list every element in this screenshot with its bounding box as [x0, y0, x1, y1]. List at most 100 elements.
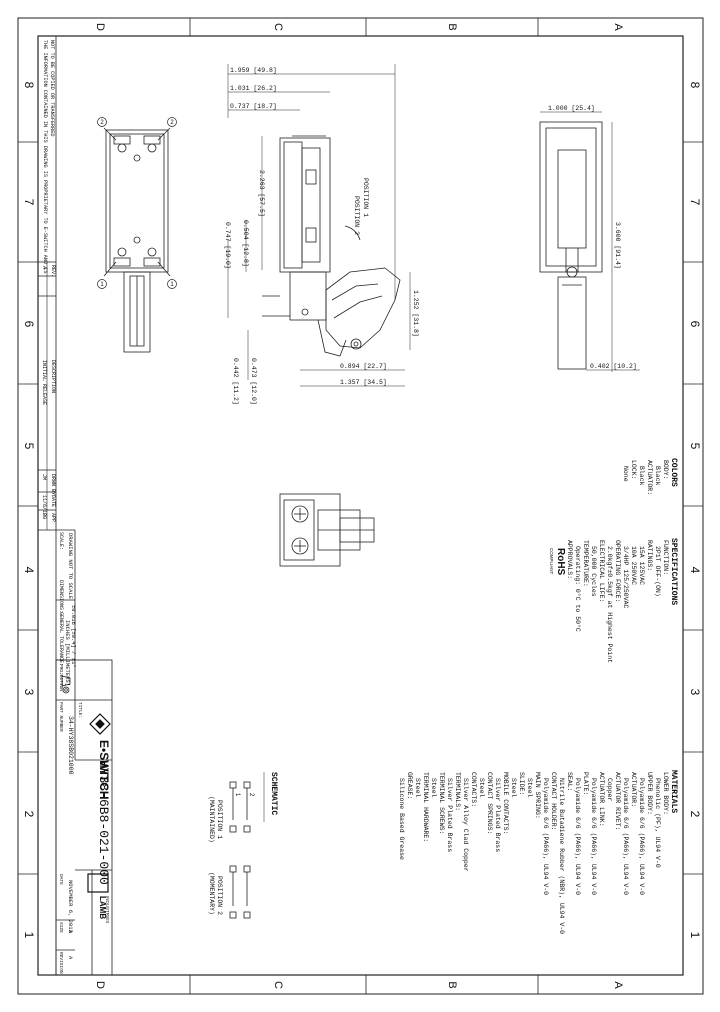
zone-number-right: 8 [688, 82, 702, 89]
material-line: Phenolic (PF), UL94 V-0 [654, 778, 661, 868]
material-line: Silver Plated Brass [446, 778, 453, 852]
projection-label: PROJECTION [58, 664, 64, 691]
zone-letter-top: D [94, 23, 106, 31]
part-number-title: HY38-6B8-021-000 [96, 760, 111, 885]
end-view-dimension-lines [540, 111, 640, 372]
rev-header-appr: APP [50, 513, 56, 522]
position-2-label: POSITION 2 [353, 196, 360, 235]
colors-section: COLORS BODY: Black ACTUATOR: Black LOCK:… [622, 458, 678, 495]
schematic-pos2-sub: (MOMENTARY) [208, 872, 215, 915]
notice-line-1: THE INFORMATION CONTAINED IN THIS DRAWIN… [42, 40, 48, 273]
callout-label: 1 [170, 282, 174, 288]
dim-9: 1.357 [34.5] [340, 379, 387, 386]
inner-border [37, 35, 684, 976]
rev-value: A [67, 956, 74, 960]
dim-5: 0.504 [12.8] [242, 220, 249, 267]
zone-letter-top: C [272, 23, 284, 31]
spec-line: APPROVALS: [566, 540, 573, 579]
zone-number-left: 3 [22, 689, 36, 696]
dims-value: INCHES [MILLIMETERS] [64, 620, 71, 686]
end-view-dimensions: 1.000 [25.4] 3.600 [91.4] 0.402 [10.2] [548, 105, 637, 370]
rev-header-by: DRWN BY [50, 474, 56, 495]
spec-line: 2.0kgf±0.5kgf at Highest Point [606, 546, 613, 663]
title-label: TITLE: [77, 702, 83, 718]
material-line: Polyamide 6/6 (PA66), UL94 V-0 [590, 778, 597, 895]
rev-label: REVISION [58, 952, 64, 974]
zone-number-left: 7 [22, 199, 36, 206]
colors-line: None [622, 466, 629, 482]
rohs-logo: RoHS [555, 548, 566, 576]
material-line: SLIDE: [518, 772, 525, 795]
material-line: Steel [414, 778, 421, 798]
notice-line-2: NOT TO BE COPIED OR TRANSFERRED [49, 40, 55, 137]
material-line: MOBILE CONTACTS: [502, 772, 509, 834]
material-line: Silicone Based Grease [398, 778, 405, 860]
material-line: Steel [526, 778, 533, 798]
material-line: Polyamide 6/6 (PA66), UL94 V-0 [542, 778, 549, 895]
callout-label: 2 [100, 120, 104, 126]
zone-number-left: 8 [22, 82, 36, 89]
material-line: UPPER BODY: [646, 772, 653, 815]
e-switch-logo-icon [89, 713, 111, 735]
dim-8: 0.894 [22.7] [340, 363, 387, 370]
rohs-sub: COMPLIANT [549, 548, 554, 575]
material-line: TERMINAL SCREWS: [438, 772, 445, 834]
colors-line: ACTUATOR: [646, 460, 653, 495]
spec-line: TEMPERATURE: [582, 540, 589, 587]
material-line: PLATE: [582, 772, 589, 795]
rev-row-a-date: 11/6/13 [41, 495, 47, 516]
zone-number-left: 6 [22, 321, 36, 328]
title-block-text: DIMENSIONS: INCHES [MILLIMETERS] GENERAL… [58, 532, 111, 974]
material-line: MAIN SPRING: [534, 772, 541, 819]
zone-number-right: 4 [688, 567, 702, 574]
callout-label: 2 [170, 120, 174, 126]
colors-title: COLORS [669, 458, 678, 487]
rev-header-desc: DESCRIPTION [50, 360, 56, 393]
spec-line: ELECTRICAL LIFE: [598, 540, 605, 602]
side-view-dimensions: 1.959 [49.8] 1.031 [26.2] 0.737 [18.7] 2… [224, 67, 419, 405]
size-value: A [67, 930, 74, 934]
specifications-section: SPECIFICATIONS FUNCTION: 2P1T OFF-(ON) R… [549, 538, 678, 663]
rev-row-a-desc: INITIAL RELEASE [41, 360, 47, 405]
material-line: Polyamide 6/6 (PA66), UL94 V-0 [638, 778, 645, 895]
colors-line: Black [654, 466, 661, 486]
material-line: Nitrile Butadiene Rubber (NBR), UL94 V-0 [558, 778, 565, 934]
lamb-logo-text: LAMB [98, 896, 107, 919]
material-line: CONTACT SPRINGS: [486, 772, 493, 834]
rev-header-rev: REV. [50, 265, 56, 277]
zone-letter-bottom: A [612, 981, 624, 989]
part-code: 34-HY38SB021000 [67, 716, 74, 775]
specifications-title: SPECIFICATIONS [669, 538, 678, 605]
material-line: LOWER BODY: [662, 772, 669, 815]
spec-line: 3/4HP 125/250VAC [622, 546, 629, 609]
outer-border [17, 17, 704, 995]
dim-4: 2.263 [57.5] [258, 170, 265, 217]
side-view-drawing [262, 135, 401, 357]
date-value: NOVEMBER 6, 2013 [67, 880, 74, 933]
colors-line: LOCK: [630, 460, 637, 480]
material-line: Silver Plated Brass [494, 778, 501, 852]
size-label: SIZE [58, 922, 64, 933]
position-1-label: POSITION 1 [362, 178, 369, 217]
lamb-sub-text: INDUSTRIES [105, 896, 110, 923]
zone-letter-top: B [446, 23, 458, 30]
company-name: E•SWITCH [97, 740, 111, 800]
schematic-title: SCHEMATIC [269, 772, 278, 815]
rev-row-a-by: JM [41, 474, 47, 480]
material-line: ACTUATOR RIVET: [614, 772, 621, 831]
dim-1: 1.959 [49.8] [230, 67, 277, 74]
spec-line: 15A 125VAC [638, 546, 645, 585]
end-view-drawing [539, 121, 603, 370]
schematic-terminal-1: 1 [234, 793, 240, 797]
zone-number-right: 1 [688, 932, 702, 939]
spec-line: FUNCTION: [662, 540, 669, 575]
schematic-pos1-title: POSITION 1 [216, 800, 223, 839]
colors-line: Black [638, 466, 645, 486]
schematic-terminal-2: 2 [248, 793, 254, 797]
zone-letter-bottom: C [272, 981, 284, 989]
material-line: Copper [606, 778, 613, 802]
part-label: PART NUMBER [58, 702, 64, 732]
zone-number-left: 2 [22, 811, 36, 818]
zone-number-right: 2 [688, 811, 702, 818]
material-line: Polyamide 6/6 (PA66), UL94 V-0 [622, 778, 629, 895]
